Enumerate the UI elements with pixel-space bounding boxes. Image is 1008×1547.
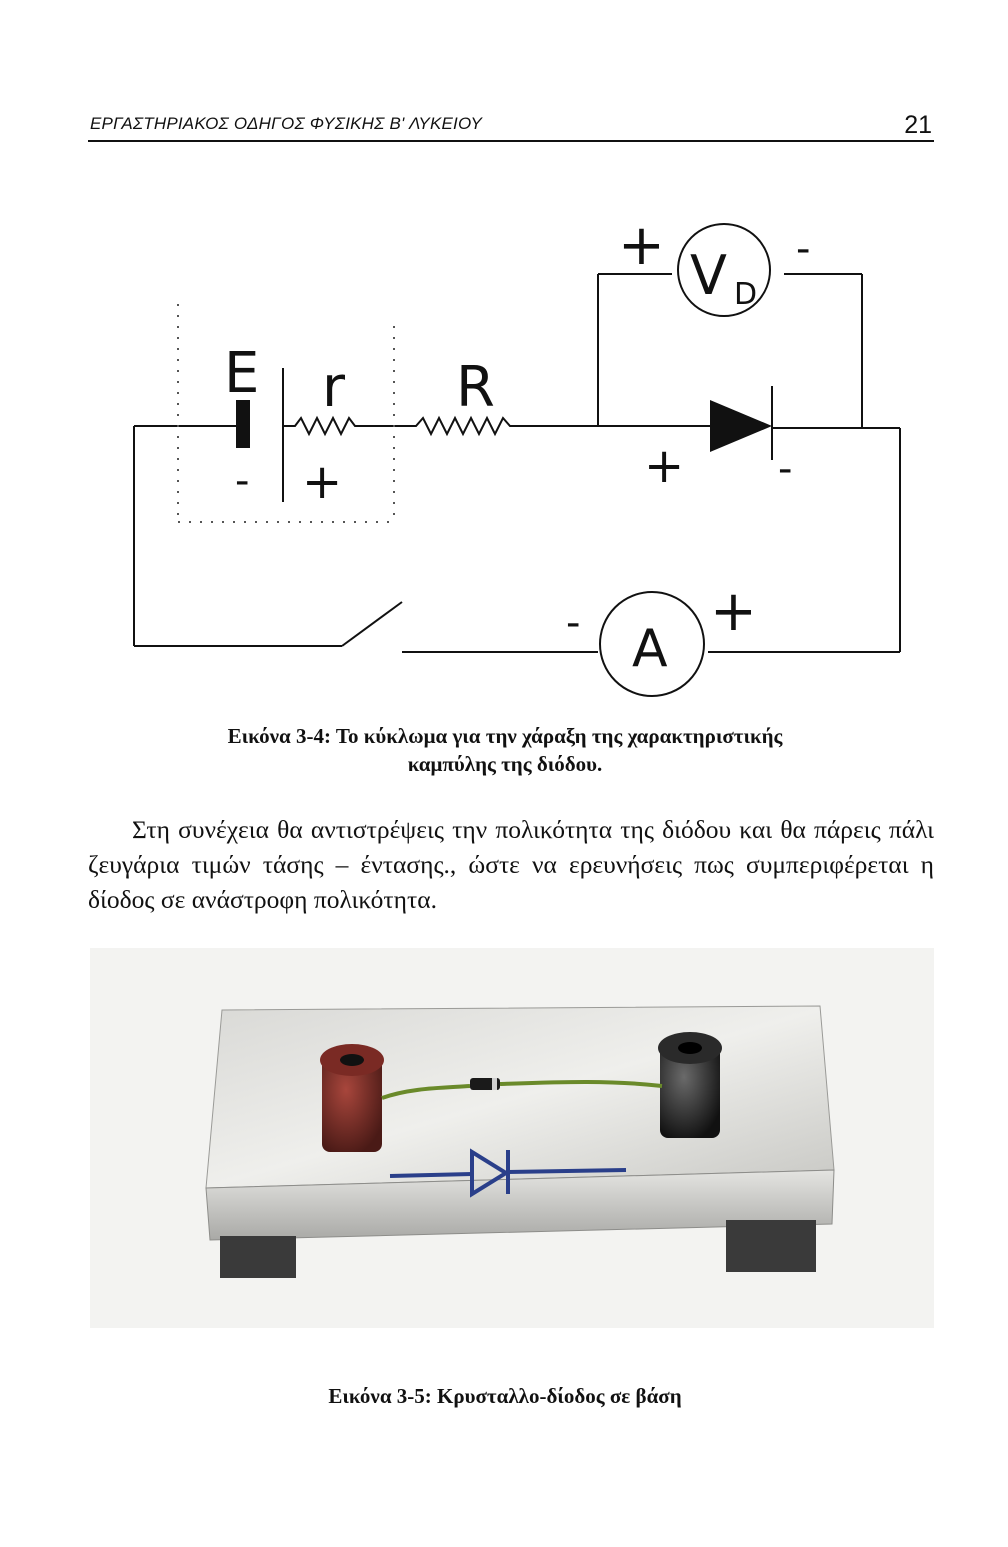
label-voltmeter-minus: - — [796, 226, 810, 272]
black-terminal-body — [660, 1044, 720, 1138]
base-front — [205, 1169, 835, 1241]
label-voltmeter-plus: + — [618, 213, 665, 278]
label-voltmeter-D: D — [734, 277, 757, 312]
base-top — [205, 1005, 835, 1189]
body-paragraph: Στη συνέχεια θα αντιστρέψεις την πολικότ… — [88, 815, 934, 914]
label-r: r — [322, 355, 346, 420]
red-terminal-body — [322, 1056, 382, 1152]
label-ammeter-plus: + — [710, 579, 757, 644]
label-battery-plus: + — [302, 454, 342, 510]
diode-base-photo — [90, 948, 934, 1328]
label-diode-minus: - — [778, 446, 792, 492]
switch-blade — [341, 601, 403, 647]
label-E: E — [224, 341, 259, 406]
label-R: R — [456, 355, 495, 420]
diode-wire-left — [381, 1084, 471, 1100]
circuit-diagram: E r R - + + - + - V D - + A — [133, 213, 901, 697]
diode-wire-right — [499, 1080, 663, 1088]
label-ammeter-A: A — [632, 619, 668, 679]
black-terminal-hole — [678, 1042, 702, 1054]
page-number: 21 — [904, 111, 932, 139]
figure-3-4-caption-line2: καμπύλης της διόδου. — [407, 752, 603, 776]
voltmeter-circle — [677, 223, 771, 317]
painted-diode-line-left — [389, 1172, 473, 1178]
page-header: ΕΡΓΑΣΤΗΡΙΑΚΟΣ ΟΔΗΓΟΣ ΦΥΣΙΚΗΣ Β' ΛΥΚΕΙΟΥ … — [88, 108, 934, 142]
figure-3-4-caption-line1: Εικόνα 3-4: Το κύκλωμα για την χάραξη τη… — [227, 724, 783, 748]
diode-triangle — [710, 400, 772, 452]
header-title: ΕΡΓΑΣΤΗΡΙΑΚΟΣ ΟΔΗΓΟΣ ΦΥΣΙΚΗΣ Β' ΛΥΚΕΙΟΥ — [90, 114, 482, 133]
ammeter-circle — [599, 591, 705, 697]
base-leg-left — [220, 1236, 296, 1278]
figure-3-4-caption: Εικόνα 3-4: Το κύκλωμα για την χάραξη τη… — [120, 722, 890, 778]
painted-diode-triangle — [470, 1148, 510, 1198]
battery-negative-plate — [236, 400, 250, 448]
painted-diode-line-right — [507, 1168, 627, 1174]
base-leg-right — [726, 1220, 816, 1272]
label-battery-minus: - — [235, 458, 249, 504]
label-ammeter-minus: - — [566, 600, 580, 646]
figure-3-5-caption: Εικόνα 3-5: Κρυσταλλο-δίοδος σε βάση — [328, 1384, 682, 1408]
red-terminal-hole — [340, 1054, 364, 1066]
label-voltmeter-V: V — [690, 244, 727, 307]
diode-band — [492, 1078, 497, 1090]
resistor-R — [390, 415, 550, 437]
label-diode-plus: + — [644, 438, 684, 494]
internal-resistor-r — [283, 415, 390, 437]
